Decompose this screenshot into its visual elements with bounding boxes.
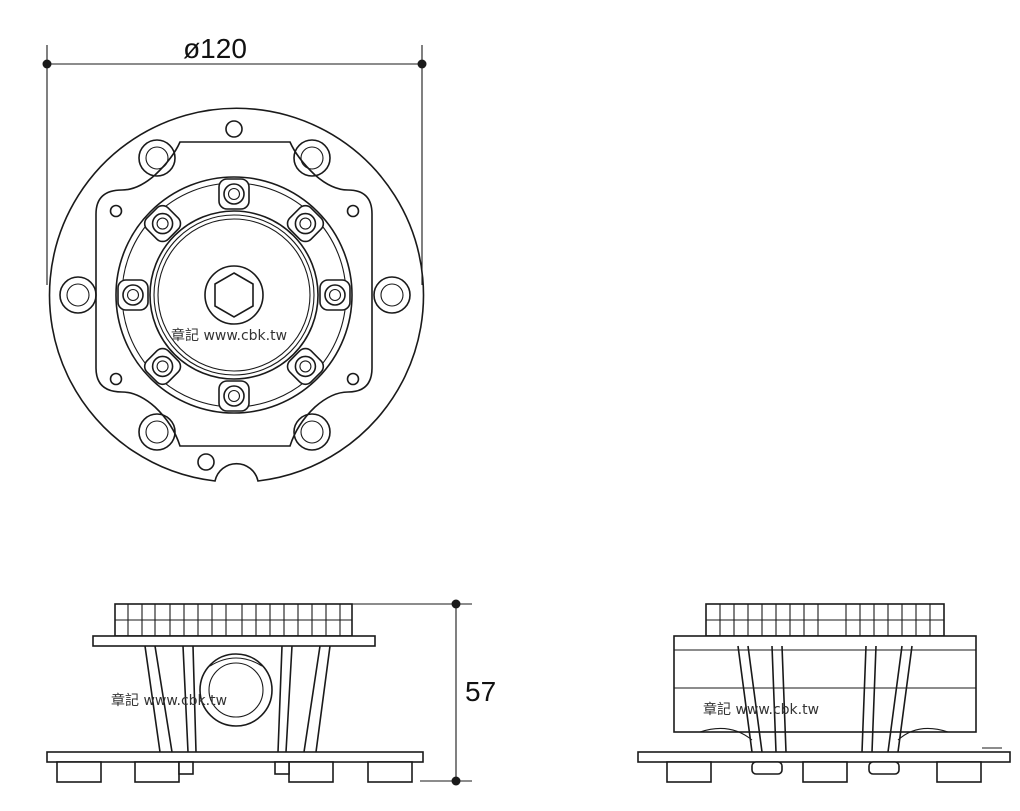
height-dimension: 57 [352, 599, 496, 786]
side-base-plate [637, 751, 1011, 763]
outer-disc [48, 107, 425, 482]
front-feet [56, 761, 413, 783]
bolt-boss [286, 347, 325, 386]
bolt-hole-inner [299, 217, 312, 230]
side-feet [666, 761, 982, 783]
bolt-hole [223, 385, 245, 407]
side-view: 章記 www.cbk.tw [637, 603, 1011, 783]
bolt-hole [151, 212, 174, 235]
mounting-holes [59, 139, 411, 451]
bolt-hole-inner [328, 288, 342, 302]
diameter-label: ø120 [183, 33, 247, 64]
bolt-hole-inner [126, 288, 140, 302]
watermark-top: 章記 www.cbk.tw [171, 327, 287, 344]
front-upper-plate [92, 635, 376, 647]
scalloped-flange [115, 176, 353, 414]
front-cap [114, 603, 353, 637]
bolt-hole [223, 183, 245, 205]
bolt-hole [122, 284, 144, 306]
bolt-hole-inner [156, 217, 169, 230]
bolt-hole [151, 355, 174, 378]
watermark-front: 章記 www.cbk.tw [111, 692, 227, 709]
bolt-hole-inner [227, 187, 241, 201]
bolt-hole [294, 212, 317, 235]
bolt-hole-inner [156, 360, 169, 373]
small-holes [109, 120, 360, 471]
bolt-hole-inner [227, 389, 241, 403]
height-label: 57 [465, 676, 496, 707]
hex-socket [204, 265, 264, 325]
front-base-plate [46, 751, 424, 763]
bolt-boss [143, 204, 182, 243]
watermark-side: 章記 www.cbk.tw [703, 701, 819, 718]
top-view: ø120 [42, 33, 427, 482]
bolt-hole-inner [299, 360, 312, 373]
square-plate [95, 141, 373, 447]
bolt-hole [324, 284, 346, 306]
diameter-dimension: ø120 [42, 33, 427, 285]
side-block [673, 635, 977, 753]
side-cap [705, 603, 945, 637]
bolt-hole [294, 355, 317, 378]
bolt-boss [143, 347, 182, 386]
front-view: 57 [46, 599, 496, 786]
bolt-boss [286, 204, 325, 243]
